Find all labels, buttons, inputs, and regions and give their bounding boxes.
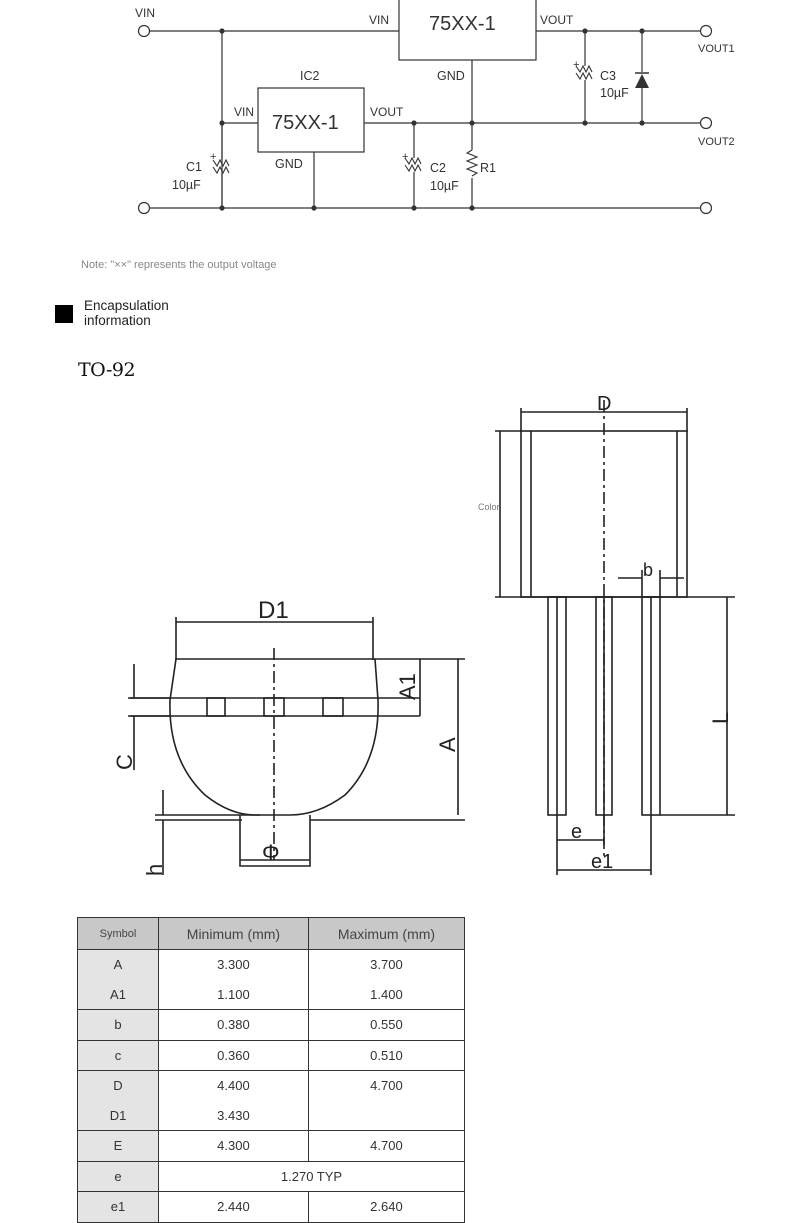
ic2-vin-label: VIN [234, 105, 254, 119]
ic1-gnd-label: GND [437, 69, 465, 83]
cell-symbol: c [77, 1039, 159, 1071]
cell-min: 3.430 [158, 1100, 309, 1131]
output-voltage-note: Note: "××" represents the output voltage [81, 259, 277, 271]
cell-max: 4.700 [307, 1130, 466, 1162]
cell-max: 4.700 [307, 1070, 466, 1101]
ic2-label: IC2 [300, 69, 320, 83]
c3-label: C3 [600, 69, 616, 83]
cell-max: 1.400 [307, 979, 466, 1010]
vout1-label: VOUT1 [698, 43, 735, 55]
cell-min: 1.100 [158, 979, 309, 1010]
section-title-line2: information [84, 313, 151, 328]
table-row: D 4.400 4.700 [77, 1070, 466, 1101]
cell-min: 2.440 [158, 1191, 309, 1223]
table-row: c 0.360 0.510 [77, 1039, 466, 1071]
dim-phi: Φ [262, 840, 280, 865]
dim-c: C [112, 754, 137, 770]
cell-min: 0.360 [158, 1039, 309, 1071]
cell-min: 4.400 [158, 1070, 309, 1101]
cell-max: 0.550 [307, 1009, 466, 1041]
cell-symbol: e1 [77, 1191, 159, 1223]
dim-a: A [435, 737, 460, 752]
ic2-gnd-label: GND [275, 157, 303, 171]
cell-max: 0.510 [307, 1039, 466, 1071]
section-title: Encapsulation information [84, 298, 194, 328]
dim-e: e [571, 821, 582, 843]
package-drawing: D1 D b e e1 Φ A1 A C h L [112, 393, 735, 876]
table-row: A1 1.100 1.400 [77, 979, 466, 1010]
dim-d: D [597, 393, 611, 415]
dim-e1: e1 [591, 851, 613, 873]
ic2-part-label: 75XX-1 [272, 112, 339, 134]
header-minimum: Minimum (mm) [158, 917, 309, 950]
circuit-diagram: VIN VIN 75XX-1 VOUT GND VOUT1 IC2 VIN 75… [135, 0, 735, 215]
cell-typ: 1.270 TYP [158, 1160, 465, 1192]
cell-symbol: E [77, 1130, 159, 1162]
ic1-vout-label: VOUT [540, 13, 574, 27]
dim-d1: D1 [258, 597, 289, 624]
c2-value: 10µF [430, 179, 459, 193]
cell-min: 3.300 [158, 949, 309, 980]
cell-symbol: A [77, 949, 159, 980]
table-row: A 3.300 3.700 [77, 949, 466, 980]
color-label: Color [478, 502, 500, 512]
c2-label: C2 [430, 161, 446, 175]
cell-symbol: e [77, 1160, 159, 1192]
dim-b: b [643, 560, 653, 580]
ic2-vout-label: VOUT [370, 105, 404, 119]
cell-symbol: D1 [77, 1100, 159, 1131]
ic1-vin-label: VIN [369, 13, 389, 27]
cell-max [307, 1100, 466, 1131]
r1-label: R1 [480, 161, 496, 175]
c1-value: 10µF [172, 178, 201, 192]
cell-max: 3.700 [307, 949, 466, 980]
cell-symbol: D [77, 1070, 159, 1101]
section-bullet [55, 305, 73, 323]
cell-symbol: A1 [77, 979, 159, 1010]
dim-a1: A1 [395, 673, 420, 700]
header-maximum: Maximum (mm) [307, 917, 466, 950]
cell-max: 2.640 [307, 1191, 466, 1223]
table-header-row: Symbol Minimum (mm) Maximum (mm) [77, 917, 466, 950]
header-symbol: Symbol [77, 917, 159, 950]
c2-plus: + [402, 151, 408, 163]
c3-value: 10µF [600, 86, 629, 100]
dimensions-table: Symbol Minimum (mm) Maximum (mm) A 3.300… [77, 917, 466, 1223]
table-row: e 1.270 TYP [77, 1160, 465, 1192]
ic1-part-label: 75XX-1 [429, 13, 496, 35]
table-row: D1 3.430 [77, 1100, 466, 1131]
section-title-line1: Encapsulation [84, 298, 169, 313]
cell-min: 0.380 [158, 1009, 309, 1041]
vin-label-top: VIN [135, 6, 155, 20]
table-row: E 4.300 4.700 [77, 1130, 466, 1162]
cell-symbol: b [77, 1009, 159, 1041]
table-row: e1 2.440 2.640 [77, 1191, 466, 1223]
c1-plus: + [210, 151, 216, 163]
dim-h: h [142, 864, 167, 876]
vout2-label: VOUT2 [698, 136, 735, 148]
package-title: TO-92 [78, 359, 136, 381]
cell-min: 4.300 [158, 1130, 309, 1162]
dim-l: L [708, 712, 733, 724]
c1-label: C1 [186, 160, 202, 174]
table-row: b 0.380 0.550 [77, 1009, 466, 1041]
c3-plus: + [573, 59, 579, 71]
